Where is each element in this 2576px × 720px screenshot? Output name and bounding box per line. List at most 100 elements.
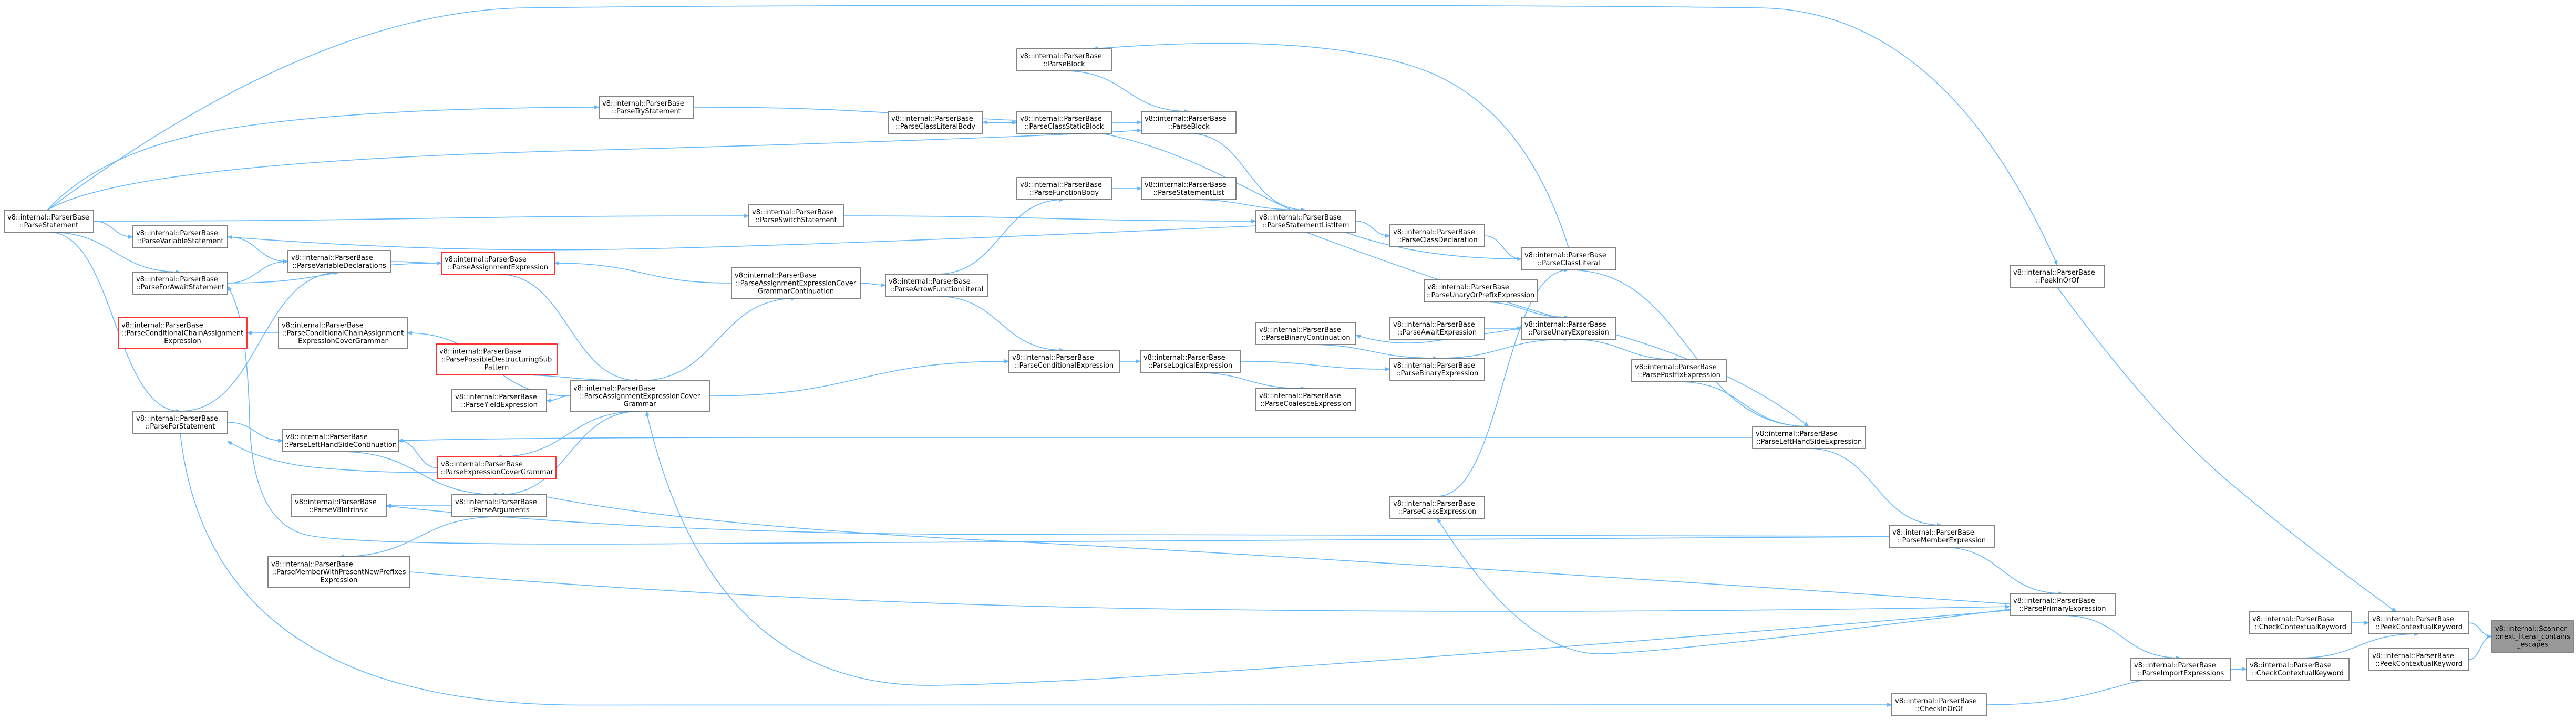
node-box xyxy=(1752,426,1866,449)
node-ParseYieldExpression[interactable]: v8::internal::ParserBase::ParseYieldExpr… xyxy=(451,389,547,412)
node-box xyxy=(4,210,94,233)
node-ParseExpressionCoverGrammar[interactable]: v8::internal::ParserBase::ParseExpressio… xyxy=(437,456,557,479)
node-ParseForStatement[interactable]: v8::internal::ParserBase::ParseForStatem… xyxy=(132,411,228,434)
node-ParseStatementListItem[interactable]: v8::internal::ParserBase::ParseStatement… xyxy=(1255,210,1356,233)
node-ParseArrowFunctionLiteral[interactable]: v8::internal::ParserBase::ParseArrowFunc… xyxy=(885,274,988,297)
edge-ParseLeftHandSideContinuation-to-ParseArguments xyxy=(340,451,500,497)
node-ParseBinaryExpression[interactable]: v8::internal::ParserBase::ParseBinaryExp… xyxy=(1389,358,1485,381)
node-ParseCoalesceExpression[interactable]: v8::internal::ParserBase::ParseCoalesceE… xyxy=(1255,388,1356,411)
edge-ParseClassExpression-to-ParseClassLiteral xyxy=(1437,268,1569,497)
node-box xyxy=(748,204,844,227)
edge-ParseMemberExpression-to-ParseV8Intrinsic xyxy=(386,504,1890,537)
node-box xyxy=(1631,359,1727,382)
node-PeekInOrOf[interactable]: v8::internal::ParserBase::PeekInOrOf xyxy=(2010,265,2105,288)
node-ParseForAwaitStatement[interactable]: v8::internal::ParserBase::ParseForAwaitS… xyxy=(132,272,228,295)
edge-ParseExpressionCoverGrammar-to-ParseLeftHandSideContinuation xyxy=(398,439,438,468)
node-box xyxy=(599,96,694,119)
node-ParseVariableDeclarations[interactable]: v8::internal::ParserBase::ParseVariableD… xyxy=(287,250,391,273)
node-label-line: v8::internal::ParserBase xyxy=(1020,115,1102,123)
node-label-line: ::ParseClassExpression xyxy=(1398,508,1477,516)
node-label-line: ::ParseLeftHandSideExpression xyxy=(1756,438,1862,446)
node-ParseUnaryOrPrefixExpression[interactable]: v8::internal::ParserBase::ParseUnaryOrPr… xyxy=(1424,279,1538,302)
node-label-line: v8::internal::ParserBase xyxy=(455,498,537,506)
node-label-line: v8::internal::ParserBase xyxy=(286,433,368,441)
node-PeekContextualKeyword_B[interactable]: v8::internal::ParserBase::PeekContextual… xyxy=(2368,648,2469,671)
edge-ParseLogicalExpression-to-ParseCoalesceExpression xyxy=(1190,372,1306,391)
node-label-line: v8::internal::ParserBase xyxy=(1012,354,1094,362)
node-label-line: v8::internal::ParserBase xyxy=(1895,697,1977,705)
node-ParseClassStaticBlock[interactable]: v8::internal::ParserBase::ParseClassStat… xyxy=(1016,111,1112,134)
node-label-line: ::ParseBlock xyxy=(1168,123,1210,131)
node-ParseAwaitExpression[interactable]: v8::internal::ParserBase::ParseAwaitExpr… xyxy=(1389,317,1485,340)
node-box xyxy=(2368,648,2469,671)
node-ParseBinaryContinuation[interactable]: v8::internal::ParserBase::ParseBinaryCon… xyxy=(1255,322,1356,345)
node-ParseLeftHandSideExpression[interactable]: v8::internal::ParserBase::ParseLeftHandS… xyxy=(1752,426,1866,449)
node-box xyxy=(436,343,558,375)
node-ParseBlock_Top[interactable]: v8::internal::ParserBase::ParseBlock xyxy=(1016,48,1112,71)
node-ParseMemberExpression[interactable]: v8::internal::ParserBase::ParseMemberExp… xyxy=(1889,525,1995,548)
node-ParseClassLiteral[interactable]: v8::internal::ParserBase::ParseClassLite… xyxy=(1521,247,1616,270)
edge-ParseStatementListItem-to-ParseVariableStatement xyxy=(227,225,1256,251)
node-ParseVariableStatement[interactable]: v8::internal::ParserBase::ParseVariableS… xyxy=(132,225,228,248)
edge-ParseArguments-to-ParseMemberWithPresentNewPrefixesExpression xyxy=(338,516,500,559)
node-CheckContextualKeyword_A[interactable]: v8::internal::ParserBase::CheckContextua… xyxy=(2249,611,2352,634)
node-ParseFunctionBody[interactable]: v8::internal::ParserBase::ParseFunctionB… xyxy=(1016,177,1112,200)
node-ParsePossibleDestructuringSubPattern[interactable]: v8::internal::ParserBase::ParsePossibleD… xyxy=(436,343,558,375)
node-label-line: ::ParseBinaryExpression xyxy=(1396,370,1478,378)
node-CheckInOrOf[interactable]: v8::internal::ParserBase::CheckInOrOf xyxy=(1891,693,1987,716)
node-ParseAssignmentExpressionCoverGrammarContinuation[interactable]: v8::internal::ParserBase::ParseAssignmen… xyxy=(731,267,861,299)
node-ParseImportExpressions[interactable]: v8::internal::ParserBase::ParseImportExp… xyxy=(2130,658,2231,681)
node-label-line: ::ParseClassStaticBlock xyxy=(1025,123,1104,131)
node-ParseConditionalExpression[interactable]: v8::internal::ParserBase::ParseCondition… xyxy=(1008,350,1120,373)
edge-PeekContextualKeyword_A-to-Scanner_next_literal_contains_escapes xyxy=(2468,622,2492,639)
node-box xyxy=(118,317,248,349)
node-ParseAssignmentExpressionCoverGrammar[interactable]: v8::internal::ParserBase::ParseAssignmen… xyxy=(570,380,710,412)
node-ParsePrimaryExpression[interactable]: v8::internal::ParserBase::ParsePrimaryEx… xyxy=(2010,593,2116,616)
node-box xyxy=(267,556,410,588)
node-PeekContextualKeyword_A[interactable]: v8::internal::ParserBase::PeekContextual… xyxy=(2368,611,2469,634)
node-ParseLogicalExpression[interactable]: v8::internal::ParserBase::ParseLogicalEx… xyxy=(1140,350,1241,373)
edge-ParsePrimaryExpression-to-ParseAssignmentExpressionCoverGrammar xyxy=(645,411,2011,686)
edge-ParseAssignmentExpressionCoverGrammar-to-ParseArguments xyxy=(499,411,640,497)
node-label-line: v8::internal::ParserBase xyxy=(602,100,684,108)
node-ParseClassExpression[interactable]: v8::internal::ParserBase::ParseClassExpr… xyxy=(1389,496,1485,519)
edge-ParseLeftHandSideExpression-to-ParseLeftHandSideContinuation xyxy=(398,437,1753,443)
node-ParseConditionalChainAssignmentExpression[interactable]: v8::internal::ParserBase::ParseCondition… xyxy=(118,317,248,349)
node-label-line: ::ParseConditionalChainAssignment xyxy=(282,330,404,338)
node-Scanner_next_literal_contains_escapes[interactable]: v8::internal::Scanner::next_literal_cont… xyxy=(2491,620,2574,653)
node-ParseClassDeclaration[interactable]: v8::internal::ParserBase::ParseClassDecl… xyxy=(1389,224,1485,247)
node-label-line: ::ParseTryStatement xyxy=(612,108,681,116)
node-box xyxy=(1255,388,1356,411)
node-label-line: v8::internal::ParserBase xyxy=(1020,181,1102,189)
node-ParseUnaryExpression[interactable]: v8::internal::ParserBase::ParseUnaryExpr… xyxy=(1521,317,1616,340)
edge-ParsePostfixExpression-to-ParseLeftHandSideExpression xyxy=(1678,381,1810,429)
node-box xyxy=(731,267,861,299)
node-ParseV8Intrinsic[interactable]: v8::internal::ParserBase::ParseV8Intrins… xyxy=(291,494,387,517)
edge-ParseSwitchStatement-to-ParseStatementListItem xyxy=(843,215,1256,223)
edge-PeekInOrOf-to-PeekContextualKeyword_A xyxy=(2057,287,2397,612)
node-label-line: ::ParseAssignmentExpressionCover xyxy=(736,280,857,288)
edge-ParseAssignmentExpressionCoverGrammar-to-ParseConditionalExpression xyxy=(709,359,1009,396)
node-ParsePostfixExpression[interactable]: v8::internal::ParserBase::ParsePostfixEx… xyxy=(1631,359,1727,382)
node-ParseClassLiteralBody[interactable]: v8::internal::ParserBase::ParseClassLite… xyxy=(888,111,983,134)
node-ParseSwitchStatement[interactable]: v8::internal::ParserBase::ParseSwitchSta… xyxy=(748,204,844,227)
node-ParseConditionalChainAssignmentExpressionCoverGrammar[interactable]: v8::internal::ParserBase::ParseCondition… xyxy=(278,317,408,349)
node-label-line: v8::internal::ParserBase xyxy=(1393,500,1475,508)
node-ParseBlock[interactable]: v8::internal::ParserBase::ParseBlock xyxy=(1141,111,1237,134)
edge-ParsePrimaryExpression-to-ParseClassExpression xyxy=(1437,518,2011,654)
node-ParseAssignmentExpression[interactable]: v8::internal::ParserBase::ParseAssignmen… xyxy=(441,252,555,275)
node-CheckContextualKeyword_B[interactable]: v8::internal::ParserBase::CheckContextua… xyxy=(2246,658,2350,681)
edge-ParseMemberWithPresentNewPrefixesExpression-to-ParsePrimaryExpression xyxy=(409,571,2011,612)
node-box xyxy=(2249,611,2352,634)
node-box xyxy=(1424,279,1538,302)
node-ParseLeftHandSideContinuation[interactable]: v8::internal::ParserBase::ParseLeftHandS… xyxy=(282,429,399,452)
node-ParseArguments[interactable]: v8::internal::ParserBase::ParseArguments xyxy=(451,494,547,517)
node-ParseMemberWithPresentNewPrefixesExpression[interactable]: v8::internal::ParserBase::ParseMemberWit… xyxy=(267,556,410,588)
node-ParseStatement[interactable]: v8::internal::ParserBase::ParseStatement xyxy=(4,210,94,233)
node-label-line: v8::internal::ParserBase xyxy=(2134,662,2216,670)
node-ParseTryStatement[interactable]: v8::internal::ParserBase::ParseTryStatem… xyxy=(599,96,694,119)
node-ParseStatementList[interactable]: v8::internal::ParserBase::ParseStatement… xyxy=(1141,177,1237,200)
node-box xyxy=(2368,611,2469,634)
node-box xyxy=(451,494,547,517)
edge-ParseBlock_Top-to-ParseBlock xyxy=(1064,70,1189,113)
